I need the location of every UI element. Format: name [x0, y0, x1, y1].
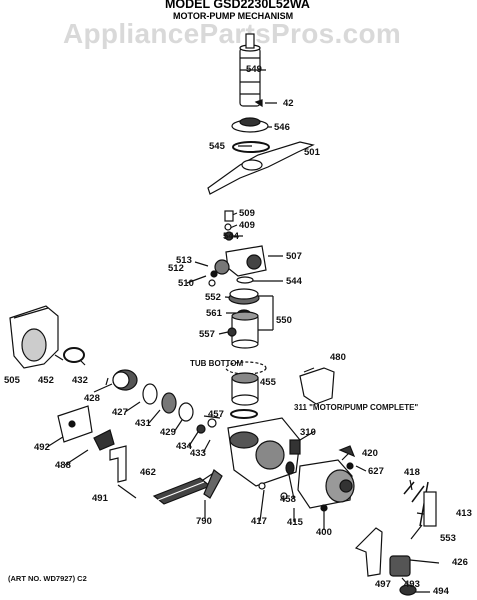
callout-510: 510 [178, 278, 194, 289]
callout-505: 505 [4, 375, 20, 386]
callout-432: 432 [72, 375, 88, 386]
callout-310: 310 [300, 427, 316, 438]
callout-493: 493 [404, 579, 420, 590]
callout-497: 497 [375, 579, 391, 590]
callout-545: 545 [209, 141, 225, 152]
callout-509: 509 [239, 208, 255, 219]
callout-544-upper: 544 [223, 231, 239, 242]
callout-458: 458 [280, 494, 296, 505]
callout-544-lower: 544 [286, 276, 302, 287]
callout-420: 420 [362, 448, 378, 459]
callout-491: 491 [92, 493, 108, 504]
callout-513: 513 [176, 255, 192, 266]
callout-418: 418 [404, 467, 420, 478]
callout-550: 550 [276, 315, 292, 326]
callout-457: 457 [208, 409, 224, 420]
callout-492: 492 [34, 442, 50, 453]
callout-557: 557 [199, 329, 215, 340]
callout-494: 494 [433, 586, 449, 597]
callout-415: 415 [287, 517, 303, 528]
tub-bottom-label: TUB BOTTOM [190, 359, 244, 368]
callout-507: 507 [286, 251, 302, 262]
art-number: (ART NO. WD7927) C2 [8, 574, 87, 583]
callout-431: 431 [135, 418, 151, 429]
callout-512: 512 [168, 263, 184, 274]
callout-480: 480 [330, 352, 346, 363]
callout-417: 417 [251, 516, 267, 527]
motor-pump-complete-label: 311 "MOTOR/PUMP COMPLETE" [294, 403, 419, 412]
callout-790: 790 [196, 516, 212, 527]
callout-488: 488 [55, 460, 71, 471]
callout-627: 627 [368, 466, 384, 477]
callout-561: 561 [206, 308, 222, 319]
callout-552: 552 [205, 292, 221, 303]
callout-427: 427 [112, 407, 128, 418]
callout-428: 428 [84, 393, 100, 404]
section-title: MOTOR-PUMP MECHANISM [173, 11, 294, 21]
callout-462: 462 [140, 467, 156, 478]
callout-400: 400 [316, 527, 332, 538]
callout-455: 455 [260, 377, 276, 388]
callout-433: 433 [190, 448, 206, 459]
callout-546: 546 [274, 122, 290, 133]
callout-501: 501 [304, 147, 320, 158]
callout-429: 429 [160, 427, 176, 438]
callout-452: 452 [38, 375, 54, 386]
model-title: MODEL GSD2230L52WA [165, 0, 310, 11]
callout-42: 42 [283, 98, 294, 109]
callout-426: 426 [452, 557, 468, 568]
watermark: AppliancePartsPros.com [63, 18, 402, 49]
callout-409: 409 [239, 220, 255, 231]
callout-413: 413 [456, 508, 472, 519]
callout-549: 549 [246, 64, 262, 75]
callout-553: 553 [440, 533, 456, 544]
callout-434: 434 [176, 441, 192, 452]
